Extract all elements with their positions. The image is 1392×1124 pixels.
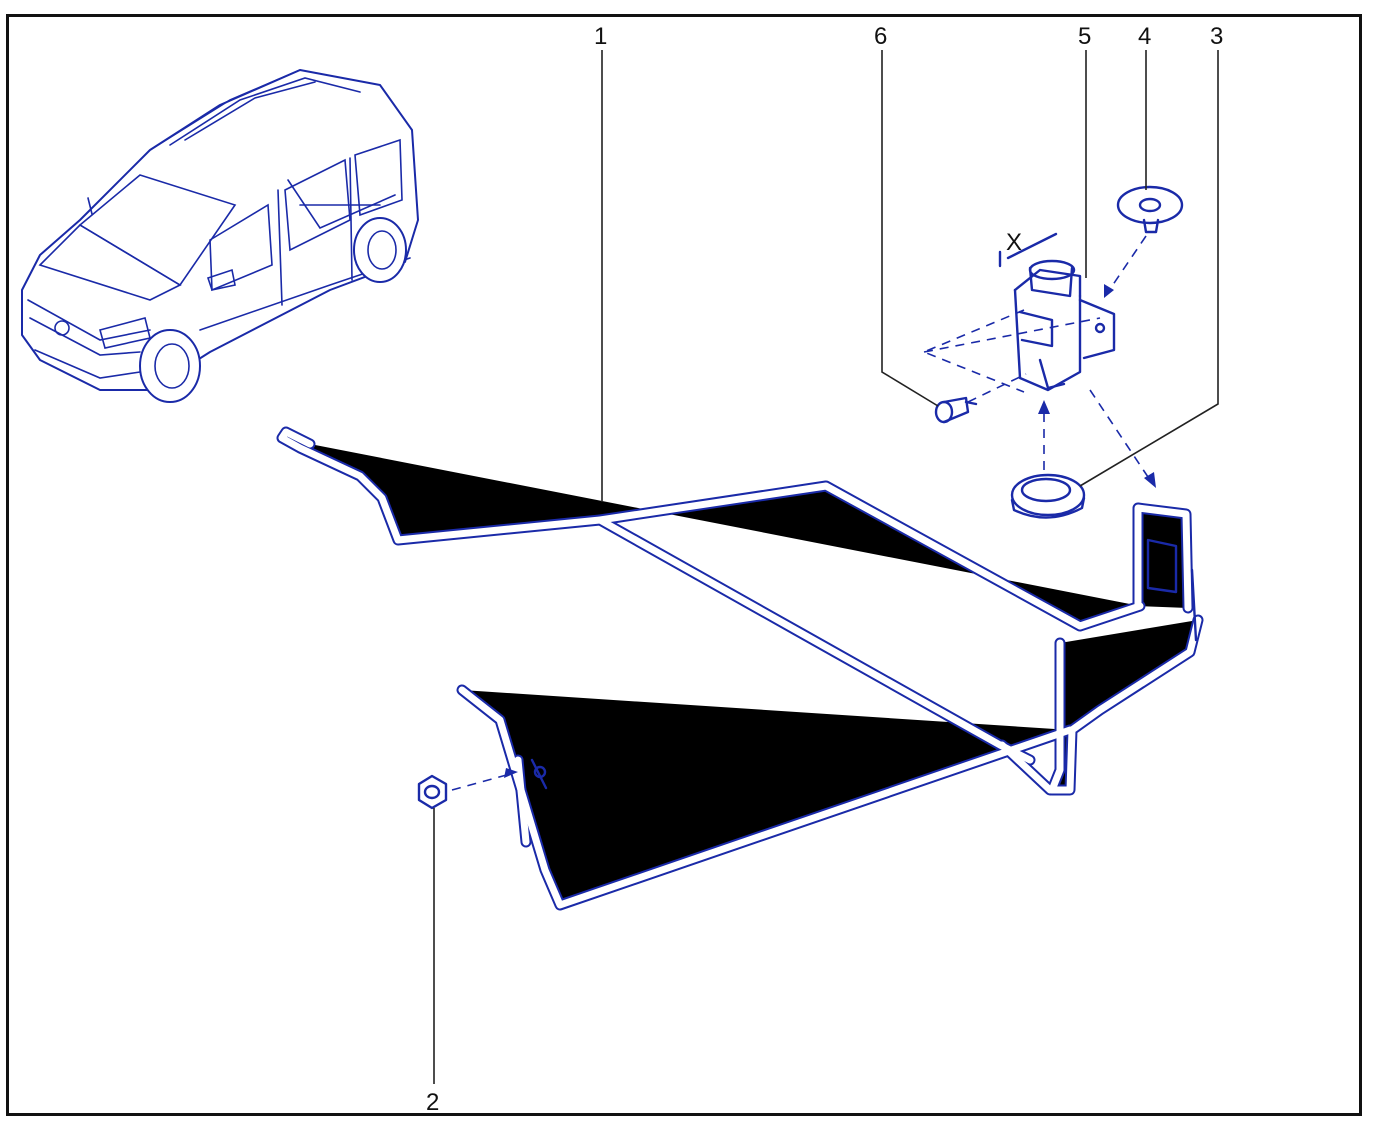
- part-2-nut: [417, 774, 448, 810]
- svg-text:1: 1: [594, 23, 607, 50]
- svg-text:3: 3: [1210, 23, 1223, 50]
- svg-text:5: 5: [1078, 23, 1091, 50]
- callout-5: 5: [1078, 23, 1091, 278]
- arrowhead-nut: [504, 768, 518, 778]
- callouts: 1 2 3 4 5 6: [426, 23, 1223, 1116]
- callout-2: 2: [426, 808, 439, 1116]
- dimension-x-label: X: [1006, 229, 1022, 256]
- part-6-screw: [934, 396, 978, 424]
- part-1-linkage-rod: [282, 432, 1198, 905]
- arrowhead-grommet: [1038, 400, 1050, 414]
- part-4-push-clip: [1116, 185, 1184, 234]
- assembly-guide-lines: [451, 235, 1156, 791]
- vehicle-thumbnail: [21, 69, 419, 403]
- part-3-grommet: [1010, 473, 1086, 519]
- svg-text:6: 6: [874, 23, 887, 50]
- callout-4: 4: [1138, 23, 1151, 190]
- svg-text:4: 4: [1138, 23, 1151, 50]
- callout-3: 3: [1079, 23, 1223, 487]
- arrowhead-clip: [1104, 284, 1114, 298]
- arrowhead-bracket: [1144, 472, 1156, 488]
- svg-text:2: 2: [426, 1089, 439, 1116]
- callout-1: 1: [594, 23, 607, 502]
- callout-6: 6: [874, 23, 939, 407]
- part-5-latch-actuator: X: [998, 229, 1116, 392]
